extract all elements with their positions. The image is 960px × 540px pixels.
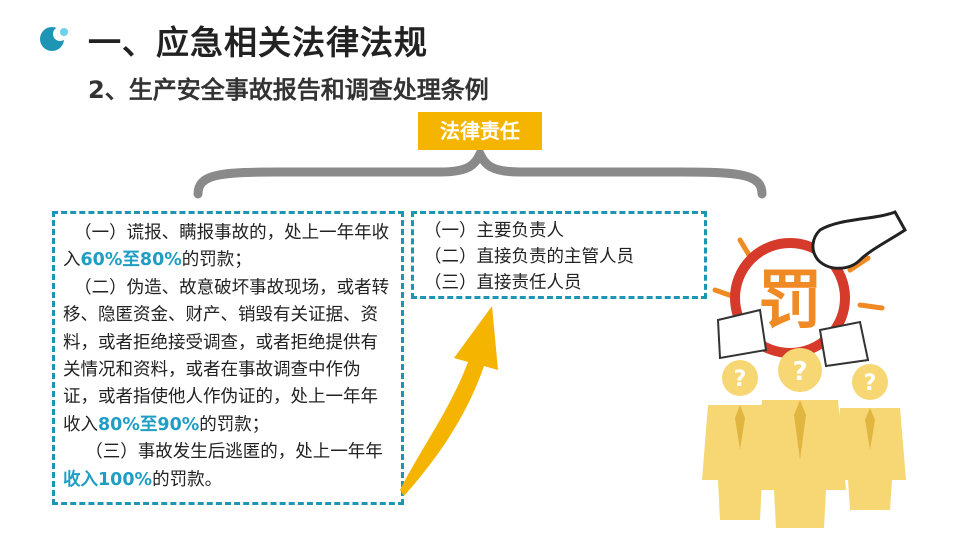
responsible-item-2: （二）直接负责的主管人员 (424, 247, 634, 267)
page-title: 一、应急相关法律法规 (88, 23, 428, 62)
fist-icon (811, 210, 907, 270)
penalty-item-2: （二）伪造、故意破坏事故现场，或者转移、隐匿资金、财产、销毁有关证据、资料，或者… (63, 277, 390, 435)
penalty-item-3: （三）事故发生后逃匿的，处上一年年收入100%的罚款。 (63, 442, 383, 490)
responsible-item-3: （三）直接责任人员 (424, 273, 582, 293)
penalty-rate-3: 收入100% (63, 469, 153, 490)
responsible-persons-box: （一）主要负责人 （二）直接负责的主管人员 （三）直接责任人员 (411, 211, 707, 299)
bullet-dot-icon (40, 27, 68, 51)
curly-brace-icon (193, 150, 767, 199)
stamp-glyph: 罚 (758, 264, 822, 338)
penalty-rate-1: 60%至80% (80, 250, 182, 271)
legal-liability-badge: 法律责任 (418, 112, 542, 150)
penalty-rate-2: 80%至90% (98, 414, 200, 435)
question-mark-left: ? (734, 367, 747, 392)
penalty-description-box: （一）谎报、瞒报事故的，处上一年年收入60%至80%的罚款； （二）伪造、故意破… (52, 211, 404, 505)
people-figures-icon (702, 348, 906, 528)
penalty-people-illustration: 罚 ? ? ? (702, 210, 907, 528)
responsible-item-1: （一）主要负责人 (424, 221, 564, 241)
question-mark-right: ? (864, 371, 877, 396)
page-subtitle: 2、生产安全事故报告和调查处理条例 (88, 76, 489, 104)
question-mark-center: ? (792, 357, 807, 387)
penalty-item-1: （一）谎报、瞒报事故的，处上一年年收入60%至80%的罚款； (63, 223, 390, 271)
curved-arrow-icon (400, 306, 498, 496)
